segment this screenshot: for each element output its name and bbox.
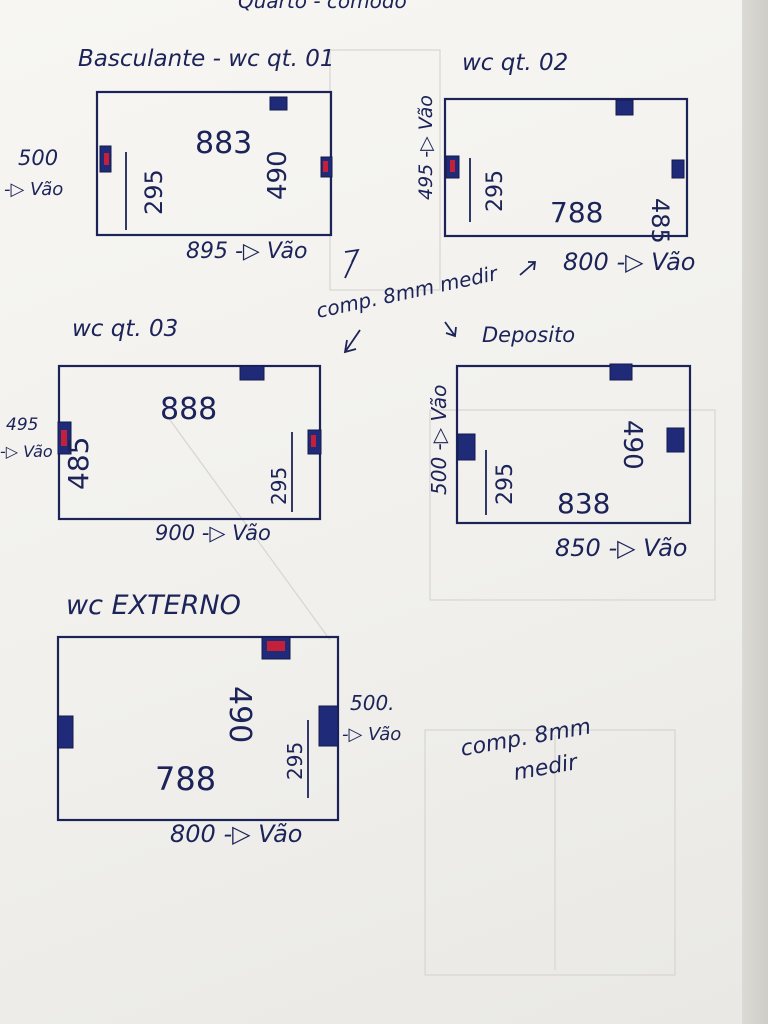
room-wc-externo: wc EXTERNO 788 490 295 800 -▷ Vão 500. -… <box>56 590 401 848</box>
room-width: 888 <box>160 392 217 427</box>
room-outline <box>443 97 689 238</box>
side-dimension: 500. <box>350 691 395 715</box>
side-dimension-note: -▷ Vão <box>0 442 53 461</box>
room-width: 788 <box>155 760 216 798</box>
note-text: medir <box>512 750 581 786</box>
room-wc-qt-03: wc qt. 03 888 485 295 900 -▷ Vão 495 -▷ … <box>0 316 322 545</box>
window-accent <box>104 153 109 165</box>
room-width: 883 <box>195 126 252 161</box>
ghost-rect <box>424 729 676 976</box>
side-dimension: 500 <box>18 146 58 170</box>
arrow-icon <box>343 329 361 354</box>
paper-edge <box>742 0 768 1024</box>
window-mark <box>615 99 634 116</box>
room-wc-qt-01: Basculante - wc qt. 01 883 490 295 895 -… <box>4 46 335 264</box>
room-outline <box>455 364 692 525</box>
bottom-dimension: 895 -▷ Vão <box>186 239 307 264</box>
room-title: Basculante - wc qt. 01 <box>78 46 335 72</box>
window-accent <box>450 160 455 172</box>
window-mark <box>239 365 265 381</box>
side-dimension: 495 <box>6 415 38 435</box>
room-title: Deposito <box>482 323 575 347</box>
sill-height: 295 <box>267 467 291 505</box>
note-text: comp. 8mm medir <box>314 261 501 323</box>
side-dimension: 500 -▷ Vão <box>427 385 451 495</box>
ghost-line <box>169 419 331 641</box>
bottom-dimension: 800 -▷ Vão <box>170 820 302 848</box>
bottom-dimension: 800 -▷ Vão <box>563 248 695 276</box>
arrow-icon <box>344 248 360 279</box>
window-mark <box>318 705 339 747</box>
window-accent <box>311 435 316 447</box>
bottom-dimension: 900 -▷ Vão <box>155 521 271 545</box>
room-deposito: Deposito 838 490 295 850 -▷ Vão 500 -▷ V… <box>427 323 692 562</box>
sill-height: 295 <box>283 742 307 780</box>
room-depth: 485 <box>62 437 95 490</box>
window-mark <box>57 715 74 749</box>
room-depth: 490 <box>617 420 647 470</box>
room-width: 838 <box>557 487 610 520</box>
room-title: wc EXTERNO <box>66 590 241 621</box>
header-text: Quarto - comodo <box>238 0 407 13</box>
window-accent <box>61 430 67 446</box>
window-mark <box>609 363 633 381</box>
bottom-dimension: 850 -▷ Vão <box>555 534 687 562</box>
room-depth: 490 <box>263 150 293 200</box>
room-depth: 485 <box>646 198 674 244</box>
sill-height: 295 <box>493 463 518 505</box>
room-outline <box>95 90 333 237</box>
room-title: wc qt. 03 <box>72 316 178 342</box>
side-dimension: 495 -▷ Vão <box>415 95 437 200</box>
arrow-icon <box>444 321 457 338</box>
room-width: 788 <box>550 196 603 229</box>
room-title: wc qt. 02 <box>462 50 568 76</box>
side-dimension-note: -▷ Vão <box>342 724 401 745</box>
window-mark <box>666 427 685 453</box>
arrow-icon <box>519 261 537 276</box>
side-dimension-note: -▷ Vão <box>4 179 63 200</box>
window-accent <box>323 161 328 172</box>
window-mark <box>457 433 476 461</box>
ghost-rect <box>429 409 716 601</box>
window-mark <box>269 96 288 111</box>
lower-note: comp. 8mm medir <box>459 714 593 786</box>
sill-height: 295 <box>483 170 508 212</box>
room-depth: 490 <box>222 686 257 743</box>
window-mark <box>671 159 685 179</box>
room-wc-qt-02: wc qt. 02 788 485 295 800 -▷ Vão 495 -▷ … <box>415 50 695 276</box>
sill-height: 295 <box>140 169 168 215</box>
window-accent <box>267 641 285 651</box>
